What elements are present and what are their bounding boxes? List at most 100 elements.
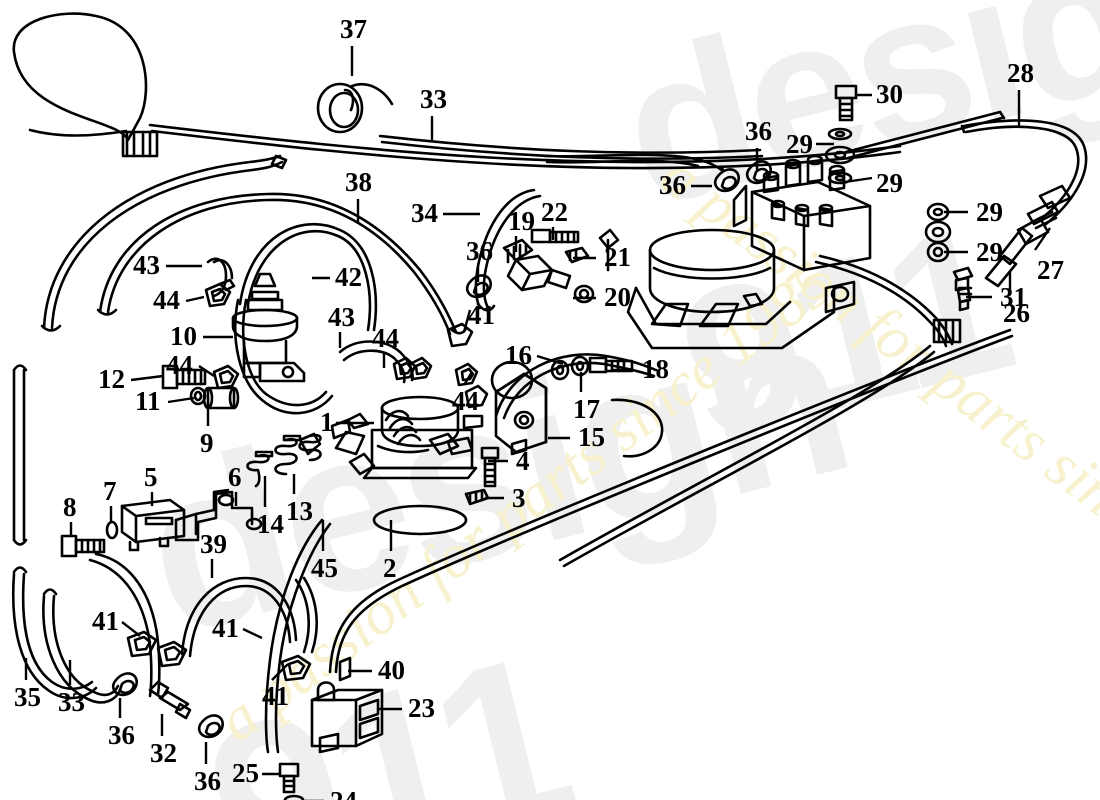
washer-29-b bbox=[824, 145, 856, 165]
callout-number-7[interactable]: 7 bbox=[103, 476, 117, 506]
sensor-19 bbox=[502, 238, 572, 292]
callout-number-1[interactable]: 1 bbox=[320, 407, 334, 437]
callout-number-14[interactable]: 14 bbox=[257, 509, 284, 539]
callout-leader-41d bbox=[271, 663, 289, 681]
callout-number-9[interactable]: 9 bbox=[200, 428, 214, 458]
bracket-15 bbox=[490, 360, 548, 456]
valve-31 bbox=[952, 266, 974, 312]
callout-number-44d[interactable]: 44 bbox=[452, 386, 479, 416]
callout-number-6[interactable]: 6 bbox=[228, 462, 242, 492]
callout-number-36c[interactable]: 36 bbox=[466, 236, 493, 266]
callout-number-27[interactable]: 27 bbox=[1037, 255, 1064, 285]
callout-number-10[interactable]: 10 bbox=[170, 321, 197, 351]
callout-number-2[interactable]: 2 bbox=[383, 553, 397, 583]
hose-43-a bbox=[206, 257, 228, 298]
regulator-10-tip bbox=[253, 272, 277, 288]
callout-leader-16 bbox=[536, 354, 564, 366]
callout-number-33a[interactable]: 33 bbox=[420, 84, 447, 114]
callout-leader-41c bbox=[242, 627, 263, 640]
callout-number-11[interactable]: 11 bbox=[135, 386, 161, 416]
callout-number-25[interactable]: 25 bbox=[232, 758, 259, 788]
callout-number-41c[interactable]: 41 bbox=[212, 613, 239, 643]
callout-number-40[interactable]: 40 bbox=[378, 655, 405, 685]
callout-number-30[interactable]: 30 bbox=[876, 79, 903, 109]
callout-number-15[interactable]: 15 bbox=[578, 422, 605, 452]
metal-link bbox=[844, 110, 1002, 154]
callout-number-33b[interactable]: 33 bbox=[58, 687, 85, 717]
callout-number-26[interactable]: 26 bbox=[1003, 298, 1030, 328]
callout-number-20[interactable]: 20 bbox=[604, 282, 631, 312]
callout-number-36b[interactable]: 36 bbox=[659, 170, 686, 200]
callout-leader-41a bbox=[462, 309, 472, 333]
callout-number-31[interactable]: 31 bbox=[1000, 282, 1027, 312]
steel-line-right bbox=[814, 260, 948, 348]
fitting-32 bbox=[148, 680, 170, 700]
callout-number-19[interactable]: 19 bbox=[508, 206, 535, 236]
callout-number-29d[interactable]: 29 bbox=[976, 237, 1003, 267]
hose-33-b bbox=[378, 134, 762, 154]
callout-number-5[interactable]: 5 bbox=[144, 462, 158, 492]
bolt-12 bbox=[161, 364, 179, 390]
callout-leader-12 bbox=[130, 374, 164, 382]
callout-number-43a[interactable]: 43 bbox=[133, 250, 160, 280]
callout-number-8[interactable]: 8 bbox=[63, 492, 77, 522]
callout-number-36a[interactable]: 36 bbox=[745, 116, 772, 146]
hose-small-mid bbox=[294, 578, 310, 654]
callout-number-24[interactable]: 24 bbox=[330, 788, 357, 800]
hose-42 bbox=[98, 192, 458, 334]
callout-number-36d[interactable]: 36 bbox=[108, 720, 135, 750]
callout-number-18[interactable]: 18 bbox=[642, 354, 669, 384]
hose-8-run bbox=[94, 552, 161, 696]
callout-number-35[interactable]: 35 bbox=[14, 682, 41, 712]
callout-number-45[interactable]: 45 bbox=[311, 553, 338, 583]
washer-24 bbox=[283, 794, 305, 800]
callout-leader-27 bbox=[1034, 227, 1051, 251]
callout-number-43b[interactable]: 43 bbox=[328, 302, 355, 332]
callout-number-29b[interactable]: 29 bbox=[876, 168, 903, 198]
callout-number-41b[interactable]: 41 bbox=[92, 606, 119, 636]
carburetor-body-1 bbox=[330, 395, 484, 480]
callout-number-44a[interactable]: 44 bbox=[153, 285, 180, 315]
callout-number-3[interactable]: 3 bbox=[512, 483, 526, 513]
hose-mid-arc bbox=[238, 222, 378, 332]
callout-number-39[interactable]: 39 bbox=[200, 529, 227, 559]
callout-number-16[interactable]: 16 bbox=[505, 340, 532, 370]
callout-leader-29b bbox=[837, 176, 873, 185]
connector-40 bbox=[338, 656, 352, 682]
bracket-6 bbox=[174, 488, 263, 542]
fitting-27 bbox=[984, 184, 1072, 288]
callout-leader-41b bbox=[121, 621, 141, 637]
callout-number-38[interactable]: 38 bbox=[345, 167, 372, 197]
callout-number-13[interactable]: 13 bbox=[286, 496, 313, 526]
bolt-25 bbox=[278, 762, 300, 778]
callout-number-12[interactable]: 12 bbox=[98, 364, 125, 394]
callout-number-36e[interactable]: 36 bbox=[194, 766, 221, 796]
callout-number-44b[interactable]: 44 bbox=[372, 323, 399, 353]
callout-number-28[interactable]: 28 bbox=[1007, 58, 1034, 88]
clips-36 bbox=[111, 160, 772, 739]
callout-number-4[interactable]: 4 bbox=[516, 446, 530, 476]
hose-35-lower bbox=[12, 572, 98, 700]
callout-number-32[interactable]: 32 bbox=[150, 738, 177, 768]
hose-clamps-44 bbox=[204, 278, 489, 409]
callout-number-42[interactable]: 42 bbox=[335, 262, 362, 292]
callout-number-34[interactable]: 34 bbox=[411, 198, 438, 228]
callout-number-21[interactable]: 21 bbox=[604, 242, 631, 272]
callout-number-41d[interactable]: 41 bbox=[262, 681, 289, 711]
callout-number-29a[interactable]: 29 bbox=[786, 129, 813, 159]
hose-15-tail bbox=[610, 398, 664, 458]
callout-number-17[interactable]: 17 bbox=[573, 394, 600, 424]
callout-number-23[interactable]: 23 bbox=[408, 693, 435, 723]
callout-number-41a[interactable]: 41 bbox=[468, 300, 495, 330]
callout-leader-44a bbox=[185, 295, 205, 303]
fuel-line-28 bbox=[962, 119, 1088, 226]
callout-number-29c[interactable]: 29 bbox=[976, 197, 1003, 227]
hose-38 bbox=[42, 154, 282, 330]
callout-number-37[interactable]: 37 bbox=[340, 14, 367, 44]
long-hose-33 bbox=[148, 123, 902, 164]
callout-number-22[interactable]: 22 bbox=[541, 197, 568, 227]
component-5 bbox=[120, 498, 186, 552]
callout-number-44c[interactable]: 44 bbox=[166, 350, 193, 380]
